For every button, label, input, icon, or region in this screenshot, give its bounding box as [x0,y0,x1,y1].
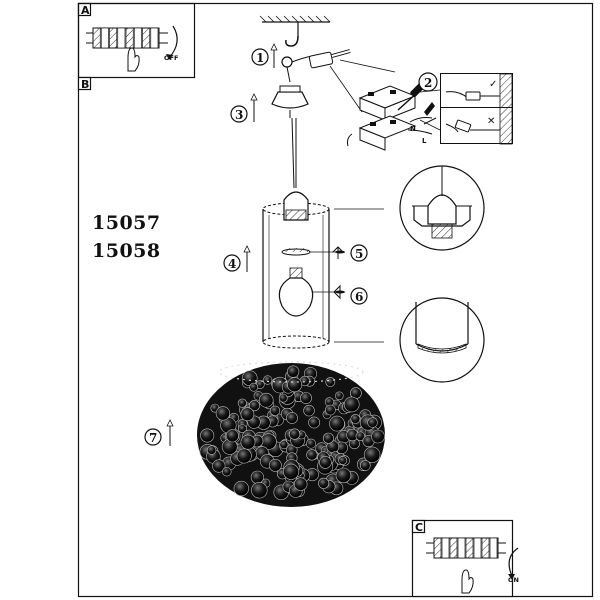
crystal-bead [200,428,215,443]
crystal-bead [278,393,288,403]
crystal-bead [240,407,255,422]
crystal-bead [305,438,316,449]
ceiling-mount [259,15,396,113]
wire-label-l: L [422,137,427,145]
crystal-bead [222,467,232,477]
crystal-bead [306,449,318,461]
crystal-bead [212,459,226,473]
wrong-mark: ✕ [487,116,495,127]
hand-icon [461,569,474,594]
crystal-bead [325,377,336,387]
canopy [271,85,309,189]
panel-b: B [77,76,92,91]
crystal-bead [258,392,274,408]
crystal-bead [335,467,352,484]
crystal-bead [334,391,344,401]
panel-a-action: OFF [164,54,178,62]
crystal-bead [206,445,217,455]
crystal-bead [329,415,345,432]
inner-cylinder [262,191,384,349]
panel-a-letter: A [81,4,90,17]
panel-a: A OFF [77,2,196,79]
hand-icon [127,47,140,72]
wiring-detail: N L 2 ✓ ✕ [347,72,513,151]
page-border [77,2,594,598]
svg-text:2: 2 [424,76,432,90]
crystal-bead [343,396,360,413]
svg-text:6: 6 [355,290,363,304]
svg-text:3: 3 [235,108,243,122]
crystal-bead [251,482,268,499]
svg-text:5: 5 [355,247,363,261]
step-4-marker: 4 [223,245,251,272]
crystal-bead [237,398,247,408]
crystal-bead [283,463,300,480]
step-6-marker: 6 [312,284,368,305]
crystal-bead [240,434,256,450]
panel-c-action: ON [508,576,519,584]
crystal-bead [215,406,230,421]
connector-icon [308,51,334,69]
crystal-bead [363,446,381,463]
detail-circle-bottom [399,297,485,383]
crystal-bead [350,413,361,424]
crystal-bead [286,412,298,424]
panel-c: C ON [411,519,519,598]
crystal-bead [294,477,308,491]
crystal-bead [263,375,273,385]
crystal-bead [322,432,334,444]
crystal-bead [269,405,281,416]
crystal-bead [287,365,300,378]
svg-text:4: 4 [228,257,236,271]
step-5-marker: 5 [310,244,368,262]
crystal-bead [303,404,315,417]
model-number-1: 15057 [92,212,161,234]
crystal-bead [279,440,289,450]
step-7-marker: 7 [144,419,174,446]
crystal-bead [325,404,336,416]
crystal-bead [287,377,302,393]
crystal-bead [249,382,259,392]
panel-b-letter: B [81,78,89,91]
crystal-bead [268,458,282,472]
ceiling-hook-icon [285,35,299,47]
crystal-bead [308,416,320,429]
step-1-marker: 1 [251,43,278,68]
crystal-bead [225,429,239,443]
crystal-bead [318,477,330,489]
crystal-bead [289,428,301,440]
crystal-bead [319,456,332,469]
detail-circle-top [399,165,485,251]
crystal-bead [233,480,249,497]
crystal-bead [236,448,252,464]
svg-text:7: 7 [149,431,157,445]
svg-text:1: 1 [256,51,264,65]
panel-c-letter: C [415,521,423,534]
crystal-bead [338,456,348,465]
wire-label-n: N [410,125,416,133]
crystal-bead [371,429,385,444]
light-bulb-icon [278,267,314,317]
crystal-bead [367,417,378,428]
rotate-arrow-icon [508,547,519,577]
step-3-marker: 3 [230,93,258,123]
crystal-shade [197,361,385,507]
terminal-block-icon [86,27,168,49]
pliers-icon [424,102,435,116]
model-number-2: 15058 [92,240,161,262]
crystal-bead [359,460,371,471]
crystal-bead [355,431,365,441]
correct-mark: ✓ [489,79,497,90]
crystal-bead [300,392,312,404]
crystal-bead [248,400,260,412]
terminal-block-icon [426,537,506,559]
crystal-bead [237,424,247,433]
